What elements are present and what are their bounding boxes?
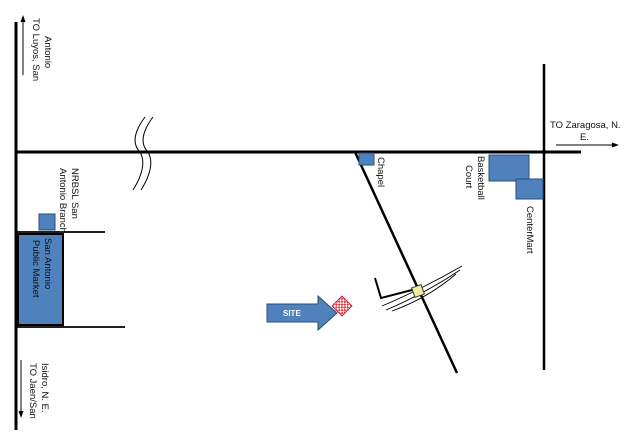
nrbsl-bank-building (38, 213, 56, 231)
to-zaragosa-label: TO Zaragosa, N. (550, 120, 621, 131)
nrbsl-label-2: Antonio Branch (57, 168, 68, 233)
side-road (374, 277, 413, 300)
to-luyos-label-2: Antonio (42, 36, 53, 68)
centermart-building (515, 178, 544, 200)
arrow-east-head-icon (612, 142, 619, 148)
centermart-label: CenterMart (524, 206, 535, 254)
creek-line (391, 273, 457, 312)
to-jaen-label-2: Isidro, N. E. (39, 363, 50, 413)
to-luyos-label: TO Luyos, San (30, 18, 41, 81)
site-marker (331, 295, 353, 317)
to-zaragosa-label-2: E. (580, 132, 589, 143)
diagonal-road (353, 151, 459, 374)
arrow-south-head-icon (18, 411, 24, 418)
basketball-court-building (488, 154, 530, 182)
arrow-north-head-icon (20, 15, 26, 22)
bridge-marker (410, 283, 426, 299)
public-market-label-2: Public Market (30, 240, 41, 298)
chapel-building (358, 152, 375, 166)
public-market-label: San Antonio (42, 238, 53, 289)
site-label: SITE (283, 309, 301, 318)
site-arrow-icon (266, 294, 338, 332)
road-break-mark (132, 116, 146, 191)
basketball-court-label-2: Court (463, 165, 474, 189)
nrbsl-label: NRBSL San (69, 168, 80, 219)
chapel-label: Chapel (375, 157, 386, 187)
road-break-mark (140, 116, 154, 191)
to-jaen-label: TO Jaen/San (27, 363, 38, 419)
basketball-court-label: Basketball (475, 156, 486, 200)
public-market-building (17, 233, 64, 326)
